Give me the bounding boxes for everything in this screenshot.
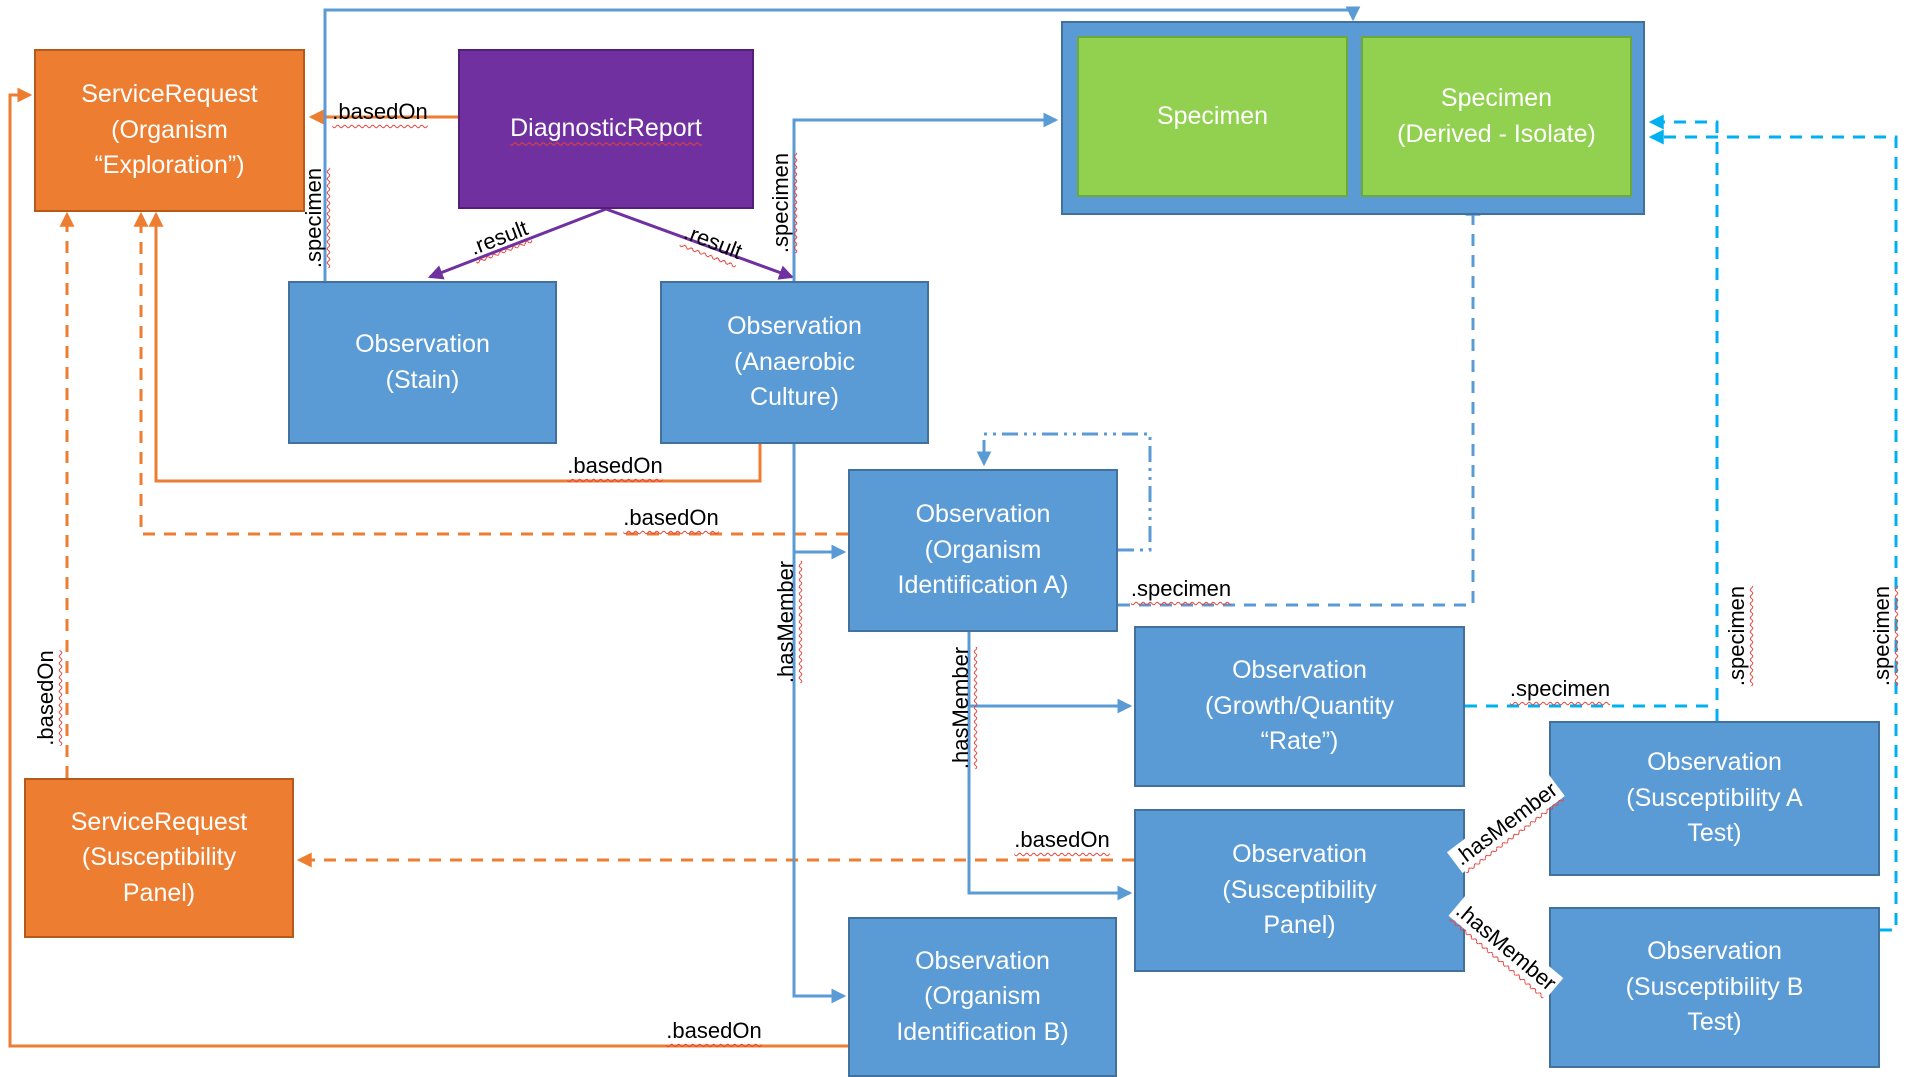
servicerequest-organism-label: (Organism (111, 115, 228, 144)
observation-stain-label: (Stain) (385, 365, 460, 394)
servicerequest-susceptibility-panel-label: Panel) (122, 878, 196, 907)
label-edge-basedon-servicerequest-susceptibility-to-servicerequest-organism: .basedOn (33, 650, 58, 746)
edge-specimen-observation-stain-to-specimen-group (323, 6, 1361, 281)
observation-anaerobic-culture-label: Culture) (750, 383, 839, 412)
servicerequest-organism-label: ServiceRequest (81, 80, 258, 109)
observation-susceptibility-a-test-label: Observation (1647, 748, 1782, 777)
edge-hasmember-observation-organism-id-a-to-observation-susceptibility-panel (967, 706, 1133, 901)
observation-susceptibility-panel-label: Panel) (1263, 911, 1336, 940)
label-edge-specimen-observation-organism-id-a-to-specimen-derived: .specimen (1130, 576, 1232, 601)
observation-susceptibility-b-test-label: (Susceptibility B (1625, 972, 1804, 1001)
observation-susceptibility-a-test-label: (Susceptibility A (1626, 783, 1803, 812)
diagnosticreport-label: DiagnosticReport (510, 114, 702, 143)
label-edge-basedon-diagnosticreport-to-servicerequest-organism: .basedOn (332, 99, 428, 124)
edge-result-diagnosticreport-to-observation-anaerobic (605, 207, 795, 280)
label-edge-hasmember-observation-anaerobic-to-observation-organism-id-a: .hasMember (773, 560, 798, 684)
specimen-derived-isolate-label: (Derived - Isolate) (1397, 119, 1596, 148)
observation-organism-identification-a-label: Identification A) (897, 571, 1069, 600)
label-edge-specimen-observation-susceptibility-b-to-specimen-derived: .specimen (1869, 585, 1894, 687)
observation-anaerobic-culture-label: (Anaerobic (734, 347, 855, 376)
label-edge-basedon-observation-organism-id-a-to-servicerequest-organism: .basedOn (623, 505, 719, 530)
diagnosticreport-box: DiagnosticReport (458, 49, 754, 209)
observation-growth-quantity-rate-label: “Rate”) (1260, 727, 1339, 756)
label-edge-basedon-observation-anaerobic-to-servicerequest-organism: .basedOn (567, 453, 663, 478)
observation-organism-identification-b-label: (Organism (924, 982, 1041, 1011)
edge-basedon-observation-anaerobic-to-servicerequest-organism (148, 211, 762, 483)
observation-growth-quantity-rate-label: Observation (1232, 656, 1367, 685)
edge-hasmember-observation-organism-id-a-to-observation-growth (967, 632, 1133, 714)
observation-organism-identification-b-label: Observation (915, 946, 1050, 975)
observation-organism-identification-a-label: Observation (915, 500, 1051, 529)
label-edge-specimen-observation-susceptibility-a-to-specimen-derived: .specimen (1724, 585, 1749, 687)
observation-growth-quantity-rate-label: (Growth/Quantity (1205, 691, 1394, 720)
edge-hasmember-observation-anaerobic-to-observation-organism-id-a (792, 444, 847, 560)
label-edge-specimen-observation-growth-join: .specimen (1509, 676, 1611, 701)
specimen-label: Specimen (1156, 101, 1269, 130)
label-edge-basedon-observation-organism-id-b-to-servicerequest-organism: .basedOn (666, 1018, 762, 1043)
specimen-box: Specimen (1077, 36, 1348, 197)
observation-susceptibility-panel-label: Observation (1232, 840, 1367, 869)
observation-susceptibility-b-test-label: Observation (1647, 937, 1782, 966)
observation-stain-label: Observation (355, 330, 490, 358)
servicerequest-susceptibility-panel-label: (Susceptibility (81, 843, 237, 872)
label-edge-specimen-observation-anaerobic-to-specimen-group: .specimen (768, 152, 793, 254)
specimen-derived-isolate-box: Specimen (Derived - Isolate) (1361, 36, 1632, 197)
servicerequest-organism-label: “Exploration”) (94, 151, 245, 180)
edge-basedon-observation-organism-id-a-to-servicerequest-organism (133, 211, 848, 536)
label-edge-specimen-observation-stain-to-specimen-group: .specimen (301, 167, 326, 269)
observation-susceptibility-a-test-box: Observation (Susceptibility A Test) (1549, 721, 1880, 876)
label-edge-basedon-observation-susceptibility-panel-to-servicerequest-susceptibility: .basedOn (1014, 827, 1110, 852)
edge-basedon-observation-organism-id-b-to-servicerequest-organism (8, 87, 848, 1048)
edge-specimen-observation-susceptibility-b-to-specimen-derived (1648, 129, 1898, 932)
edge-hasmember-observation-anaerobic-to-observation-organism-id-b (792, 552, 847, 1004)
observation-organism-identification-b-label: Identification B) (896, 1017, 1069, 1046)
servicerequest-organism-box: ServiceRequest (Organism “Exploration”) (34, 49, 305, 212)
label-edge-hasmember-observation-organism-id-a-to-observation-growth: .hasMember (948, 646, 973, 770)
servicerequest-susceptibility-panel-label: ServiceRequest (70, 807, 248, 836)
observation-anaerobic-culture-label: Observation (727, 312, 862, 341)
edge-specimen-observation-anaerobic-to-specimen-group (792, 112, 1059, 281)
specimen-derived-isolate-label: Specimen (1440, 84, 1553, 112)
observation-susceptibility-a-test-label: Test) (1687, 819, 1742, 848)
observation-susceptibility-b-test-box: Observation (Susceptibility B Test) (1549, 907, 1880, 1068)
observation-susceptibility-b-test-label: Test) (1687, 1008, 1742, 1037)
edge-self-reference-observation-organism-id-a (976, 432, 1152, 552)
observation-growth-quantity-rate-box: Observation (Growth/Quantity “Rate”) (1134, 626, 1465, 787)
edge-specimen-observation-organism-id-a-to-specimen-derived (1118, 200, 1481, 607)
observation-organism-identification-a-label: (Organism (924, 535, 1042, 564)
edge-result-diagnosticreport-to-observation-stain (427, 207, 607, 280)
edge-specimen-observation-susceptibility-a-to-specimen-derived (1648, 114, 1719, 721)
observation-susceptibility-panel-label: (Susceptibility (1222, 875, 1377, 904)
observation-stain-box: Observation (Stain) (288, 281, 557, 444)
